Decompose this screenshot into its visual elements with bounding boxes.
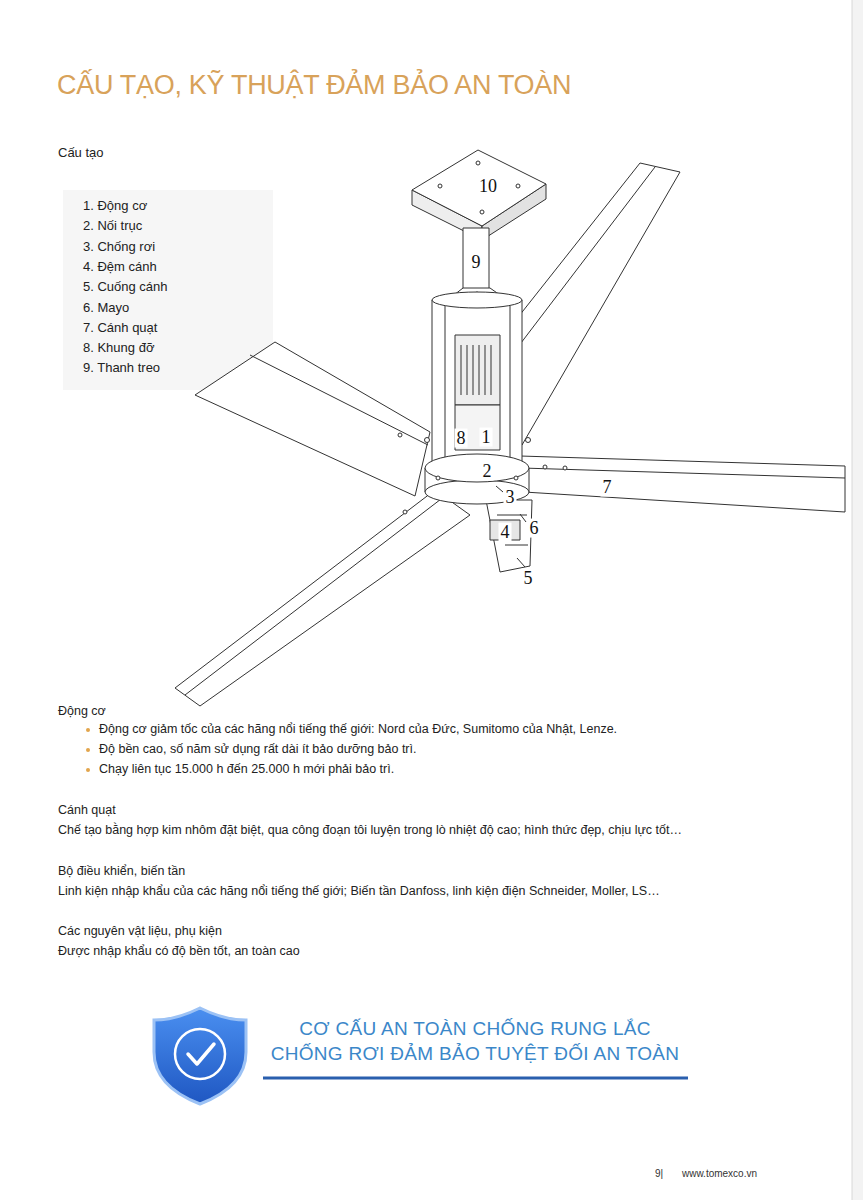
- blade-spar: [522, 468, 845, 478]
- leader-line: [496, 486, 503, 492]
- bullet-dot: [86, 728, 90, 732]
- page-edge: [852, 0, 863, 1200]
- body-text: Linh kiện nhập khẩu của các hãng nổi tiế…: [58, 884, 660, 899]
- part-list-item: 9. Thanh treo: [83, 360, 160, 376]
- hub-top: [425, 454, 529, 482]
- section-heading: Động cơ: [58, 704, 106, 719]
- gearbox: [455, 405, 500, 450]
- fan-blade: [520, 456, 845, 512]
- part-list-item: 6. Mayo: [83, 300, 129, 316]
- blade-bolt: [398, 433, 402, 437]
- frame-rib: [445, 306, 446, 460]
- blade-root: [486, 500, 532, 572]
- bullet-text: Độ bền cao, số năm sử dụng rất dài ít bả…: [99, 742, 416, 757]
- section-label: Cấu tạo: [58, 145, 104, 161]
- part-list-item: 3. Chống rơi: [83, 239, 155, 255]
- body-text: Được nhập khẩu có độ bền tốt, an toàn ca…: [58, 944, 300, 959]
- blade-bolt: [543, 465, 547, 469]
- frame-rib: [510, 306, 511, 460]
- callout-number: 6: [528, 519, 541, 538]
- blade-root-edge: [497, 515, 527, 516]
- motor-fin: [461, 345, 462, 395]
- blade-spar: [250, 355, 428, 445]
- blade-spar: [185, 496, 445, 695]
- callout-number: 3: [504, 488, 517, 507]
- shield-icon: [154, 1008, 246, 1104]
- section-heading: Bộ điều khiển, biến tần: [58, 864, 185, 879]
- fan-blade: [195, 342, 430, 496]
- callout-number: 2: [481, 462, 494, 481]
- motor-fin: [491, 345, 492, 395]
- motor-fin: [467, 345, 468, 395]
- page-title: CẤU TẠO, KỸ THUẬT ĐẢM BẢO AN TOÀN: [57, 70, 571, 101]
- part-list-item: 2. Nối trục: [83, 218, 142, 234]
- shield-ring: [175, 1029, 225, 1079]
- motor-fin: [479, 345, 480, 395]
- bolt-hole: [438, 184, 442, 188]
- bolt-hole: [516, 184, 520, 188]
- blade-root-edge: [505, 545, 528, 546]
- body-text: Chế tạo bằng hợp kim nhôm đặt biệt, qua …: [58, 823, 682, 838]
- motor-fin: [473, 345, 474, 395]
- callout-number: 5: [522, 569, 535, 588]
- callout-number: 7: [601, 478, 614, 497]
- blade-bolt: [403, 510, 407, 514]
- website: www.tomexco.vn: [682, 1168, 757, 1180]
- bolt-hole: [480, 210, 484, 214]
- motor-fin: [485, 345, 486, 395]
- callout-number: 8: [455, 429, 468, 448]
- fan-blade: [175, 490, 470, 706]
- support-frame-top: [432, 292, 522, 308]
- bolt: [514, 476, 518, 480]
- check-mark: [188, 1044, 214, 1064]
- callout-number: 1: [480, 428, 493, 447]
- callout-number: 10: [477, 177, 499, 196]
- bullet-dot: [86, 748, 90, 752]
- hanger-rod: [463, 228, 489, 296]
- page-number: 9|: [655, 1168, 663, 1180]
- blade-bolt: [563, 466, 567, 470]
- part-list-item: 5. Cuống cánh: [83, 279, 168, 295]
- part-list-item: 8. Khung đỡ: [83, 340, 154, 356]
- leader-line: [517, 558, 525, 567]
- page-edge-line: [852, 0, 853, 1200]
- banner-text: CHỐNG RƠI ĐẢM BẢO TUYỆT ĐỐI AN TOÀN: [271, 1043, 680, 1066]
- part-list-item: 7. Cánh quạt: [83, 320, 157, 336]
- list-panel: [63, 190, 273, 390]
- callout-number: 9: [470, 253, 483, 272]
- section-heading: Cánh quạt: [58, 803, 116, 818]
- support-frame: [432, 300, 522, 462]
- part-list-item: 1. Động cơ: [83, 198, 147, 214]
- bolt-hole: [476, 161, 480, 165]
- bolt: [436, 476, 440, 480]
- bolt: [425, 438, 430, 443]
- banner-text: CƠ CẤU AN TOÀN CHỐNG RUNG LẮC: [299, 1018, 651, 1041]
- mount-plate: [412, 150, 546, 226]
- part-list-item: 4. Đệm cánh: [83, 259, 157, 275]
- banner-underline: [263, 1077, 688, 1080]
- bullet-text: Chạy liên tục 15.000 h đến 25.000 h mới …: [99, 762, 394, 777]
- leader-line: [520, 514, 526, 522]
- motor-body: [455, 335, 500, 405]
- bullet-dot: [86, 768, 90, 772]
- bolt: [526, 438, 531, 443]
- section-heading: Các nguyên vật liệu, phụ kiện: [58, 924, 222, 939]
- bullet-text: Động cơ giảm tốc của các hãng nổi tiếng …: [99, 722, 617, 737]
- callout-number: 4: [499, 523, 512, 542]
